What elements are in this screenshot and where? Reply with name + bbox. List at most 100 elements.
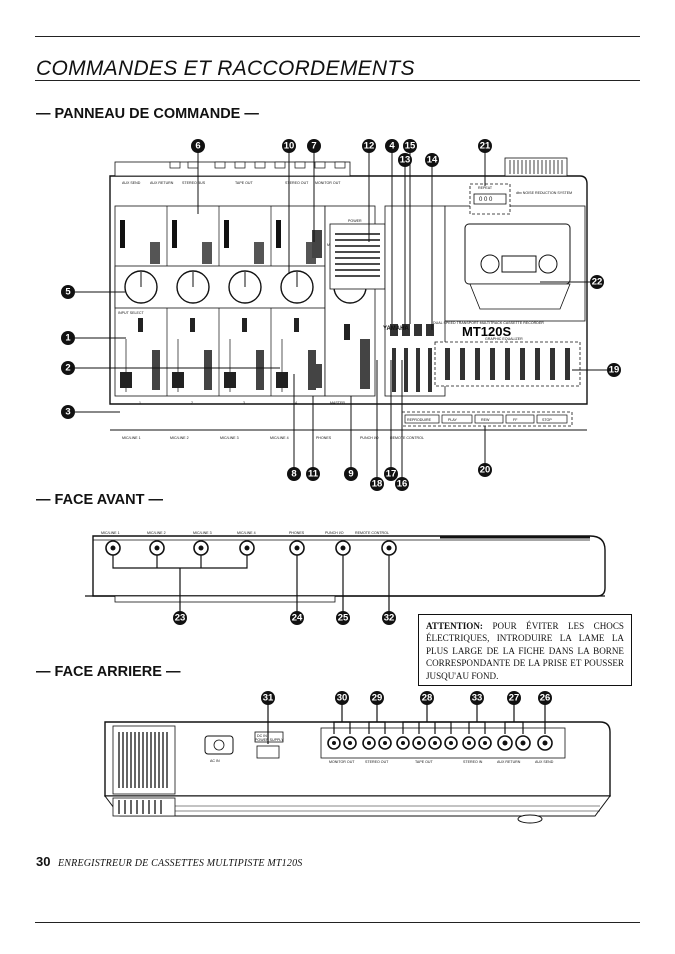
svg-text:24: 24	[292, 613, 303, 624]
label-remote-control: REMOTE CONTROL	[390, 436, 424, 440]
label-subtitle: DUAL SPEED TRANSPORT MULTITRACK CASSETTE…	[433, 321, 544, 325]
svg-text:31: 31	[263, 693, 274, 704]
svg-text:17: 17	[386, 469, 397, 480]
svg-text:14: 14	[427, 155, 438, 166]
svg-text:33: 33	[472, 693, 483, 704]
footer-text: ENREGISTREUR DE CASSETTES MULTIPISTE MT1…	[57, 858, 303, 869]
label-noise-reduction: dbx NOISE REDUCTION SYSTEM	[516, 191, 572, 195]
section-title-rear: — FACE ARRIERE —	[36, 664, 181, 680]
front-label-punch: PUNCH I/O	[325, 531, 344, 535]
callout-32: 32	[382, 611, 396, 625]
label-power: POWER	[348, 219, 362, 223]
control-panel-figure: AUX SEND AUX RETURN STEREO BUS TAPE OUT …	[61, 139, 621, 491]
callout-27: 27	[507, 691, 521, 705]
svg-text:23: 23	[175, 613, 186, 624]
callout-28: 28	[420, 691, 434, 705]
page-title: COMMANDES ET RACCORDEMENTS	[36, 57, 415, 80]
rear-label-power-supply: POWER SUPPLY	[255, 738, 284, 742]
callout-31: 31	[261, 691, 275, 705]
svg-text:5: 5	[65, 287, 71, 298]
callout-2: 2	[61, 361, 75, 375]
front-label-remote: REMOTE CONTROL	[355, 531, 389, 535]
front-label-mic1: MIC/LINE 1	[101, 531, 120, 535]
callout-26: 26	[538, 691, 552, 705]
callout-1: 1	[61, 331, 75, 345]
callout-20: 20	[478, 463, 492, 477]
rear-label-ac-in: AC IN	[210, 759, 220, 763]
svg-text:4: 4	[389, 141, 395, 152]
callout-8: 8	[287, 467, 301, 481]
front-label-mic2: MIC/LINE 2	[147, 531, 166, 535]
label-mic-line-1: MIC/LINE 1	[122, 436, 141, 440]
svg-text:16: 16	[397, 479, 408, 490]
svg-text:28: 28	[422, 693, 433, 704]
svg-text:18: 18	[372, 479, 383, 490]
label-master: MASTER	[330, 401, 345, 405]
callout-5: 5	[61, 285, 75, 299]
warning-box: ATTENTION: POUR ÉVITER LES CHOCS ÉLECTRI…	[418, 614, 632, 686]
rear-label-stereo-out: STEREO OUT	[365, 760, 389, 764]
svg-text:9: 9	[348, 469, 353, 480]
svg-text:6: 6	[195, 141, 200, 152]
front-label-phones: PHONES	[289, 531, 305, 535]
label-aux-return: AUX RETURN	[150, 181, 174, 185]
callout-13: 13	[398, 153, 412, 167]
callout-30: 30	[335, 691, 349, 705]
label-aux-send: AUX SEND	[122, 181, 141, 185]
label-mic-line-4: MIC/LINE 4	[270, 436, 289, 440]
label-eq: GRAPHIC EQUALIZER	[485, 337, 523, 341]
svg-text:11: 11	[308, 469, 319, 480]
front-label-mic4: MIC/LINE 4	[237, 531, 256, 535]
label-input-select: INPUT SELECT	[118, 311, 144, 315]
svg-text:19: 19	[609, 365, 620, 376]
svg-text:32: 32	[384, 613, 395, 624]
callout-4: 4	[385, 139, 399, 153]
label-mic-line-3: MIC/LINE 3	[220, 436, 239, 440]
warning-label: ATTENTION:	[426, 621, 483, 631]
callout-12: 12	[362, 139, 376, 153]
callout-7: 7	[307, 139, 321, 153]
callout-19: 19	[607, 363, 621, 377]
title-rule	[35, 80, 640, 81]
label-stereo-out: STEREO OUT	[285, 181, 309, 185]
label-phones: PHONES	[316, 436, 332, 440]
counter-display: 0 0 0	[479, 197, 493, 203]
callout-3: 3	[61, 405, 75, 419]
page-footer: 30 ENREGISTREUR DE CASSETTES MULTIPISTE …	[36, 854, 302, 869]
svg-text:15: 15	[405, 141, 416, 152]
label-tape-out: TAPE OUT	[235, 181, 254, 185]
label-ch4: 4	[295, 401, 297, 405]
callout-23: 23	[173, 611, 187, 625]
front-label-mic3: MIC/LINE 3	[193, 531, 212, 535]
rear-label-aux-send: AUX SEND	[535, 760, 554, 764]
svg-text:22: 22	[592, 277, 603, 288]
svg-text:12: 12	[364, 141, 375, 152]
label-mic-line-2: MIC/LINE 2	[170, 436, 189, 440]
svg-text:8: 8	[291, 469, 296, 480]
svg-text:26: 26	[540, 693, 551, 704]
transport-rew-label: REW	[481, 418, 490, 422]
label-ch2: 2	[191, 401, 193, 405]
transport-stop-label: STOP	[542, 418, 552, 422]
rear-label-stereo-in: STEREO IN	[463, 760, 483, 764]
label-ch3: 3	[243, 401, 245, 405]
model-logo: MT120S	[462, 324, 511, 339]
section-title-panel: — PANNEAU DE COMMANDE —	[36, 106, 259, 122]
callout-21: 21	[478, 139, 492, 153]
callout-6: 6	[191, 139, 205, 153]
rear-face-figure: AC IN DC IN POWER SUPPLY MONITOR OUT STE…	[104, 691, 611, 824]
callout-22: 22	[590, 275, 604, 289]
svg-text:1: 1	[65, 333, 71, 344]
svg-text:21: 21	[480, 141, 491, 152]
svg-text:29: 29	[372, 693, 383, 704]
rear-label-dc-in: DC IN	[257, 734, 267, 738]
callout-11: 11	[306, 467, 320, 481]
label-stereo-bus: STEREO BUS	[182, 181, 206, 185]
section-title-front: — FACE AVANT —	[36, 492, 164, 508]
rear-label-tape-out: TAPE OUT	[415, 760, 434, 764]
callout-16: 16	[395, 477, 409, 491]
bottom-rule	[35, 922, 640, 923]
brand-label: YAMAHA	[383, 326, 409, 332]
svg-text:7: 7	[311, 141, 316, 152]
label-repeat: REPEAT	[478, 186, 493, 190]
